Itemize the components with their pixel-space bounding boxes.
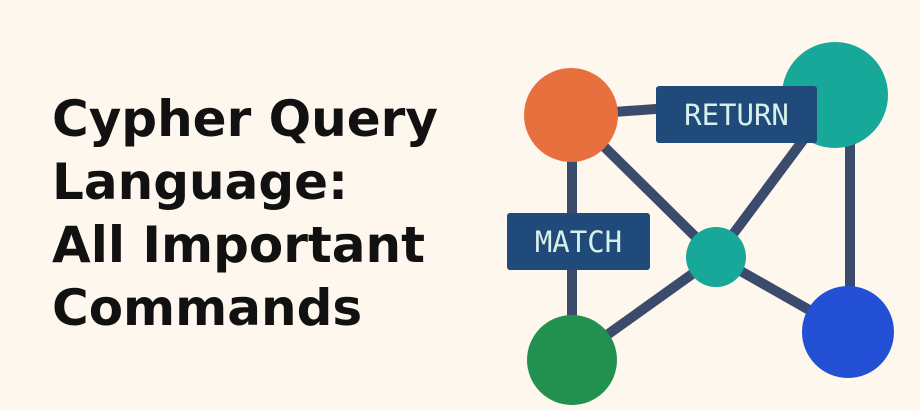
title-line-2: Language: (52, 153, 349, 211)
title-line-3: All Important (52, 216, 426, 274)
title-line-4: Commands (52, 279, 363, 337)
match-label-background (507, 213, 650, 270)
match-label-box: MATCH (507, 213, 650, 270)
return-label-box: RETURN (656, 86, 817, 143)
title-block: Cypher Query Language: All Important Com… (52, 88, 492, 340)
node-teal-center (686, 227, 746, 287)
node-blue (802, 286, 894, 378)
node-orange (524, 68, 618, 162)
match-label: MATCH (535, 225, 622, 259)
return-label-background (656, 86, 817, 143)
return-label: RETURN (684, 98, 789, 132)
node-green (527, 315, 617, 405)
title-line-1: Cypher Query (52, 90, 438, 148)
